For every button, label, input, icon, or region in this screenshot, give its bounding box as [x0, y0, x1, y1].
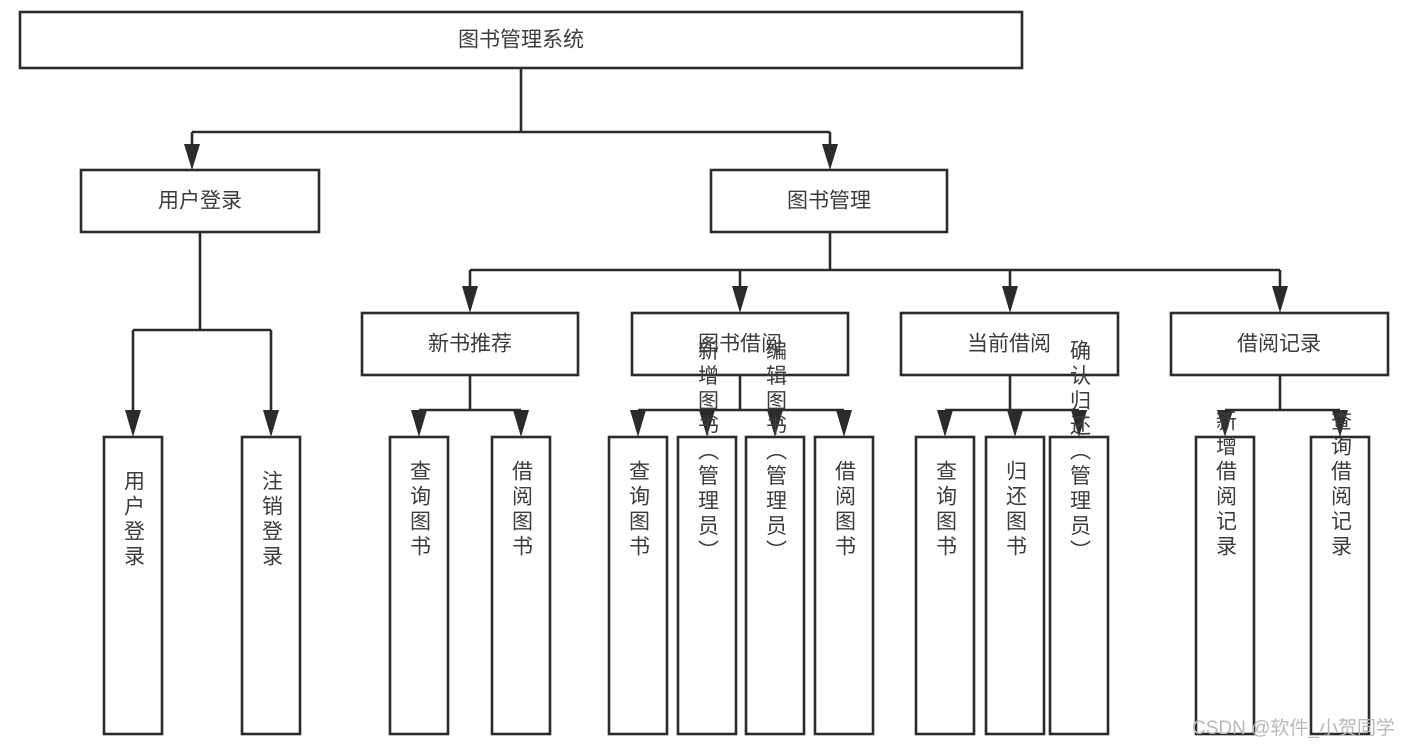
arrow-head-leaf-query-book-3: [937, 410, 953, 437]
node-leaf-query-book-2-box[interactable]: [607, 435, 669, 736]
node-leaf-add-book-label: 新增图书（管理员）: [696, 340, 720, 565]
arrow-head-leaf-user-logout: [263, 410, 279, 437]
node-borrow-record-label: 借阅记录: [1237, 333, 1321, 356]
node-root-label: 图书管理系统: [458, 29, 584, 52]
node-leaf-edit-book-box[interactable]: [744, 435, 806, 736]
node-book-manage[interactable]: 图书管理: [709, 168, 949, 234]
node-leaf-query-book-1-box[interactable]: [388, 435, 450, 736]
node-leaf-confirm-return-label: 确认归还（管理员）: [1068, 340, 1092, 565]
node-leaf-return-book-label: 归还图书: [1004, 460, 1028, 560]
node-leaf-query-record-box[interactable]: [1309, 435, 1371, 736]
node-current-borrow-label: 当前借阅: [967, 333, 1051, 356]
node-leaf-edit-book[interactable]: 编辑图书（管理员）: [744, 340, 806, 736]
node-leaf-confirm-return-box[interactable]: [1048, 435, 1110, 736]
csdn-watermark: CSDN @软件_小贺同学: [1192, 717, 1395, 739]
arrow-head-new-book: [462, 286, 478, 313]
arrow-head-leaf-query-book-2: [630, 410, 646, 437]
node-leaf-edit-book-label: 编辑图书（管理员）: [764, 340, 788, 565]
arrow-head-leaf-query-record: [1332, 410, 1348, 437]
node-leaf-user-login-label: 用户登录: [122, 470, 146, 570]
node-leaf-add-record-label: 新增借阅记录: [1214, 410, 1238, 560]
node-leaf-query-record[interactable]: 查询借阅记录: [1309, 410, 1371, 736]
node-leaf-query-book-1-label: 查询图书: [408, 460, 432, 560]
node-book-borrow-label: 图书借阅: [698, 333, 782, 356]
node-current-borrow-box[interactable]: [899, 311, 1120, 377]
node-borrow-record[interactable]: 借阅记录: [1169, 311, 1390, 377]
arrow-head-leaf-query-book-1: [411, 410, 427, 437]
node-leaf-user-logout-box[interactable]: [240, 435, 302, 736]
node-leaf-query-record-label: 查询借阅记录: [1329, 410, 1353, 560]
arrow-head-leaf-add-book: [699, 410, 715, 437]
arrow-head-borrow-record: [1272, 286, 1288, 313]
node-leaf-user-login-box[interactable]: [102, 435, 164, 736]
node-leaf-return-book[interactable]: 归还图书: [984, 435, 1046, 736]
node-book-borrow[interactable]: 图书借阅: [630, 311, 850, 377]
node-user-login[interactable]: 用户登录: [79, 168, 321, 234]
connector-layer: [125, 68, 1348, 437]
node-root-box[interactable]: [18, 10, 1024, 70]
arrow-head-current-borrow: [1002, 286, 1018, 313]
arrow-head-leaf-add-record: [1217, 410, 1233, 437]
arrow-head-book-borrow: [732, 286, 748, 313]
node-leaf-user-login[interactable]: 用户登录: [102, 435, 164, 736]
node-new-book-recommend-label: 新书推荐: [428, 333, 512, 356]
node-leaf-query-book-3[interactable]: 查询图书: [914, 435, 976, 736]
node-leaf-add-record[interactable]: 新增借阅记录: [1194, 410, 1256, 736]
node-user-login-label: 用户登录: [158, 190, 242, 213]
arrow-head-leaf-borrow-book-2: [836, 410, 852, 437]
node-leaf-borrow-book-2-label: 借阅图书: [833, 460, 857, 560]
node-leaf-borrow-book-2-box[interactable]: [813, 435, 875, 736]
node-book-manage-box[interactable]: [709, 168, 949, 234]
node-leaf-query-book-1[interactable]: 查询图书: [388, 435, 450, 736]
node-root[interactable]: 图书管理系统: [18, 10, 1024, 70]
node-leaf-query-book-3-label: 查询图书: [934, 460, 958, 560]
node-leaf-borrow-book-1-label: 借阅图书: [510, 460, 534, 560]
node-leaf-query-book-2[interactable]: 查询图书: [607, 435, 669, 736]
node-book-borrow-box[interactable]: [630, 311, 850, 377]
arrow-head-leaf-user-login: [125, 410, 141, 437]
node-leaf-return-book-box[interactable]: [984, 435, 1046, 736]
node-leaf-confirm-return[interactable]: 确认归还（管理员）: [1048, 340, 1110, 736]
arrow-head-book-manage: [822, 144, 838, 170]
node-new-book-recommend[interactable]: 新书推荐: [360, 311, 580, 377]
node-leaf-query-book-2-label: 查询图书: [627, 460, 651, 560]
node-new-book-recommend-box[interactable]: [360, 311, 580, 377]
node-leaf-query-book-3-box[interactable]: [914, 435, 976, 736]
arrow-head-leaf-edit-book: [767, 410, 783, 437]
node-leaf-borrow-book-1-box[interactable]: [490, 435, 552, 736]
node-current-borrow[interactable]: 当前借阅: [899, 311, 1120, 377]
node-leaf-add-book-box[interactable]: [676, 435, 738, 736]
node-leaf-borrow-book-1[interactable]: 借阅图书: [490, 435, 552, 736]
arrow-head-leaf-return-book: [1007, 410, 1023, 437]
node-book-manage-label: 图书管理: [787, 190, 871, 213]
node-user-login-box[interactable]: [79, 168, 321, 234]
node-leaf-user-logout[interactable]: 注销登录: [240, 435, 302, 736]
node-borrow-record-box[interactable]: [1169, 311, 1390, 377]
arrow-head-leaf-borrow-book-1: [513, 410, 529, 437]
arrow-head-leaf-confirm-return: [1071, 410, 1087, 437]
node-leaf-add-book[interactable]: 新增图书（管理员）: [676, 340, 738, 736]
node-leaf-add-record-box[interactable]: [1194, 435, 1256, 736]
node-leaf-user-logout-label: 注销登录: [260, 470, 284, 570]
node-leaf-borrow-book-2[interactable]: 借阅图书: [813, 435, 875, 736]
arrow-head-user-login: [184, 144, 200, 170]
